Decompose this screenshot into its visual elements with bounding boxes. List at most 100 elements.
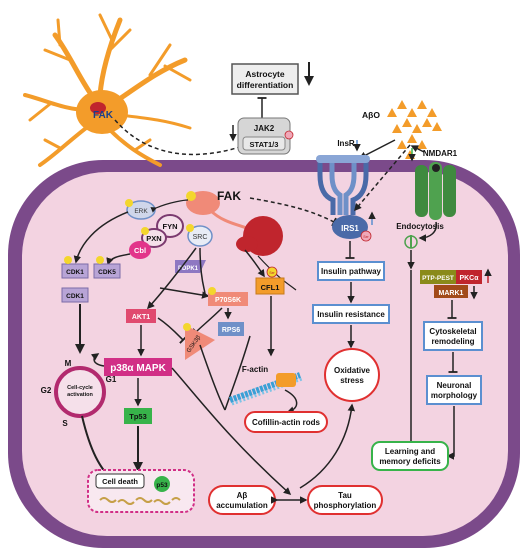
fyn-label: FYN [163,222,178,231]
cdk1-a-box [61,263,89,279]
insulin-resistance-box [312,304,390,324]
tau-line1: Tau [338,491,352,500]
stat-box [242,136,286,151]
cyto-line2: remodeling [431,337,474,346]
p70-inhibit-gsk [192,307,223,336]
pxn-phospho [141,227,149,235]
gsk3b-phospho [183,323,191,331]
neuro-line1: Neuronal [437,381,472,390]
cofilin-rods-label: Cofillin-actin rods [252,418,321,427]
mark1-box [434,285,468,298]
p53-circle [154,476,170,492]
cdk1-a-label: CDK1 [66,269,84,276]
fak-erk-link [150,199,189,213]
cfl1-box [255,277,285,295]
astrocyte-fak-label: FAK [93,110,114,121]
cdk1-b-box [61,287,89,303]
mark1-label: MARK1 [439,290,464,297]
fak-main-label: FAK [217,189,241,203]
gsk3b-node [185,325,215,360]
src-label: SRC [193,234,208,241]
p70s6k-label: P70S6K [215,297,241,304]
p38-label: p38α MAPK [110,363,166,374]
fak-to-irs1-dashed [249,197,337,227]
tp53-label: Tp53 [129,412,147,421]
fak-protein [186,191,283,256]
pxn-label: PXN [146,234,161,243]
cbl-to-cdk5-arrow [106,253,131,266]
p70s6k-box [208,292,248,306]
astrocyte-nucleus [90,102,106,114]
fak-phospho-site [186,191,196,201]
insulin-resistance-label: Insulin resistance [317,310,385,319]
cdk5-phospho [96,256,104,264]
insulin-pathway-box [317,261,385,281]
cycle-m: M [65,359,72,368]
cfl1-phospho [266,266,278,278]
insulin-pathway-label: Insulin pathway [321,267,382,276]
cycle-g2: G2 [41,386,52,395]
dna-fragments [99,497,181,505]
src-to-akt1-arrow [146,247,197,310]
cycle-g1: G1 [106,375,117,384]
stat-phospho-site [284,130,294,140]
p38-box [104,358,172,376]
cell-cycle-wheel [54,366,106,418]
gsk-converge-line [199,344,226,411]
cycle-line2: activation [67,392,93,398]
cyto-line1: Cytoskeletal [429,327,476,336]
rps6-converge-line [224,335,251,411]
p70s6k-phospho [208,287,216,295]
pkca-box [456,270,482,284]
src-phospho [186,224,194,232]
cdk5-box [93,263,121,279]
neuro-to-learning-arrow [446,406,455,460]
tau-phosphorylation-box [307,485,383,515]
p38-to-cycle-arrow [90,353,105,367]
ptppest-label: PTP-PEST [422,275,454,282]
cfl1-label: CFL1 [261,283,280,292]
akt1-label: AKT1 [132,314,150,321]
factin-filament [228,372,303,406]
cbl-label: Cbl [134,246,146,255]
nmdar1-label: NMDAR1 [423,149,458,158]
learning-memory-box [371,441,449,471]
p38-to-tau-arrow [171,367,292,496]
factin-to-rods-arrow [284,389,298,414]
rps6-label: RPS6 [222,327,240,334]
jak2-label: JAK2 [254,124,275,133]
erk-phospho [125,199,133,207]
irs1-phospho [360,230,372,242]
irs1-node [332,215,368,239]
astrocyte-diff-line1: Astrocyte [245,69,284,79]
erk-to-cdk1-arrow [73,211,129,264]
p53-label: p53 [156,482,168,489]
cdk1-phospho [64,256,72,264]
abeta-oligomers [387,100,442,159]
cdk1-b-label: CDK1 [66,293,84,300]
cofilin-rods-box [244,411,328,433]
nmdar-to-endocytosis [418,221,438,242]
rps6-box [218,322,244,336]
irs1-ser-label: Ser [363,235,369,239]
neuro-line2: morphology [431,391,478,400]
pdpk1-node [175,260,206,273]
astrocyte-differentiation-box [231,63,299,95]
akt1-box [126,309,156,323]
cytoskeletal-box [423,321,483,351]
ptppest-box [420,270,456,284]
oxidative-stress-circle [324,348,380,402]
nmdar1-receptor [415,162,456,220]
factin-label: F-actin [242,365,268,374]
ox-line2: stress [340,376,364,385]
astrocyte-cell [23,13,192,167]
ox-line1: Oxidative [334,366,371,375]
astrocyte-inhibit-dashed [114,119,246,156]
akt1-inhibit-gsk [157,317,187,344]
abacc-line1: Aβ [237,491,248,500]
src-node [187,225,213,247]
tp53-box [124,408,152,424]
cycle-s: S [62,419,68,428]
abeta-oligomer-label: AβO [362,110,380,120]
to-p70-arrow [159,287,210,299]
